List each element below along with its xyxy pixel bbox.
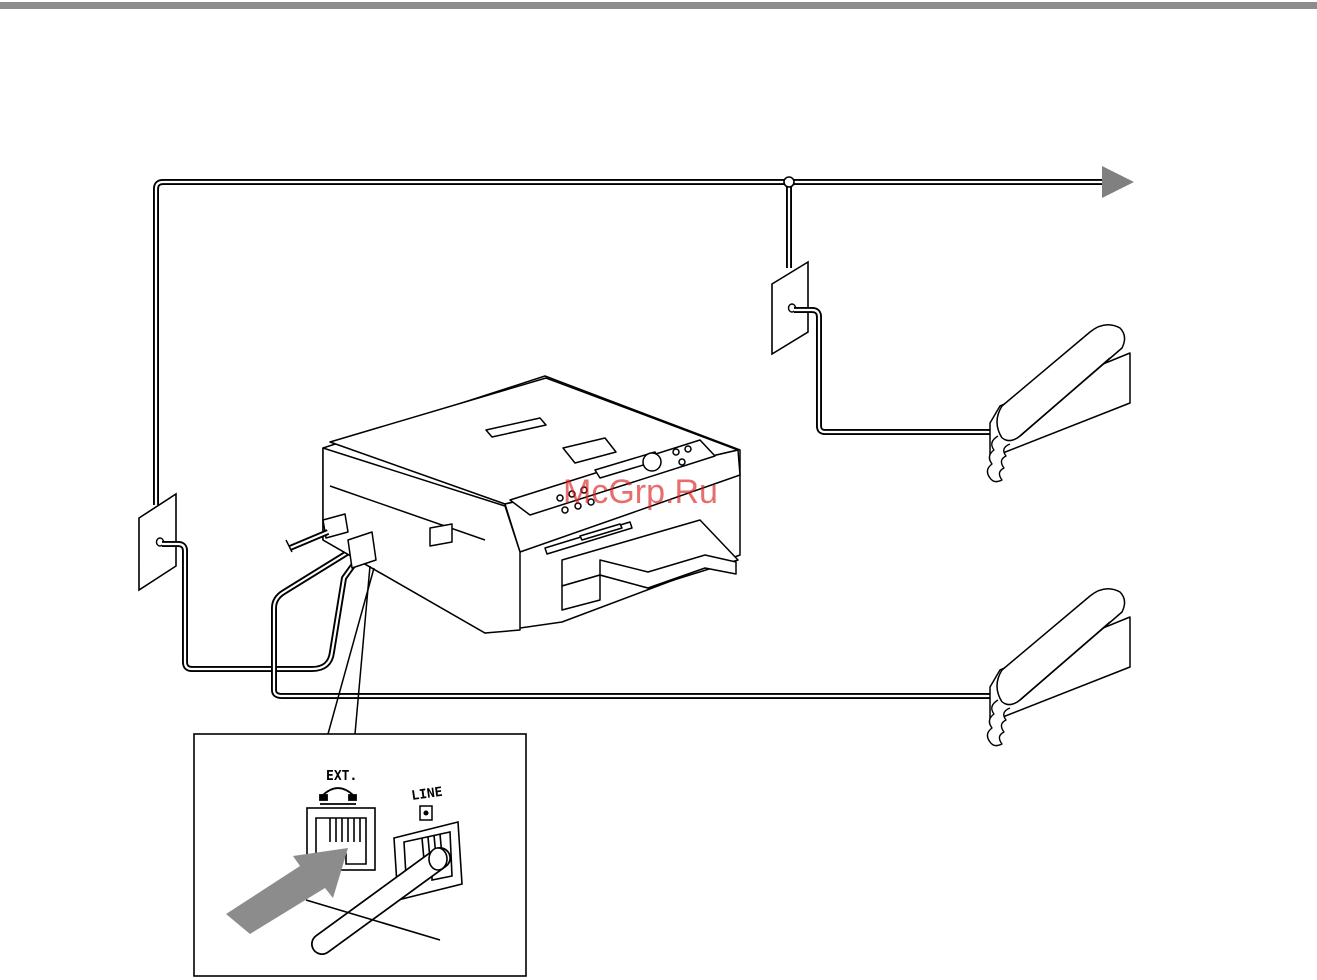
ext-label: EXT. — [326, 769, 357, 784]
telephone-icon — [987, 325, 1130, 482]
wall-jack-icon — [420, 806, 432, 820]
power-cord — [286, 532, 328, 552]
inset-detail: EXT. LINE — [194, 734, 526, 976]
watermark: McGrp.Ru — [563, 473, 718, 511]
telephone-icon — [987, 589, 1130, 746]
header-rule — [0, 2, 1317, 9]
junction-point — [784, 177, 794, 187]
cord-upper-phone — [794, 310, 990, 432]
arrow-right-icon — [1102, 166, 1134, 198]
